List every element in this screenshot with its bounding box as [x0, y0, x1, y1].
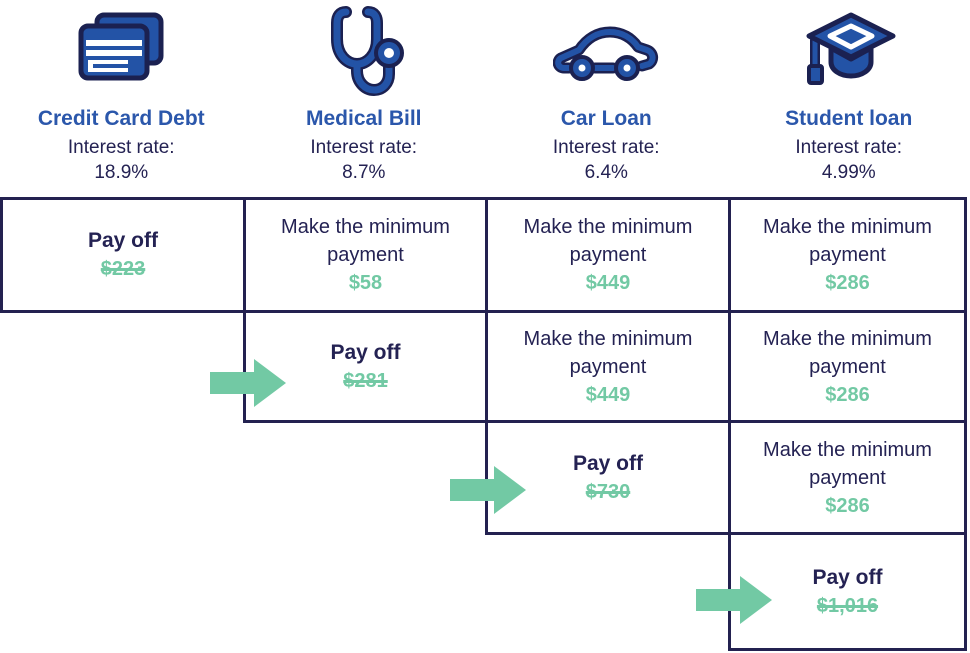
interest-rate-value: 8.7% — [342, 162, 386, 183]
minimum-cell-medical-row1: Make the minimum payment $58 — [243, 197, 488, 313]
column-title: Car Loan — [560, 107, 652, 130]
interest-rate-label: Interest rate: — [552, 137, 660, 158]
column-header-medical-bill: Medical Bill Interest rate: 8.7% — [243, 0, 486, 186]
payoff-label: Pay off — [87, 229, 158, 252]
interest-rate-label: Interest rate: — [795, 137, 903, 158]
minimum-amount: $58 — [348, 272, 383, 294]
column-title: Credit Card Debt — [37, 107, 205, 130]
payoff-arrow-icon — [696, 576, 772, 624]
payoff-amount: $281 — [343, 369, 388, 392]
interest-rate-value: 6.4% — [584, 162, 628, 183]
minimum-cell-car-row1: Make the minimum payment $449 — [485, 197, 731, 313]
minimum-amount: $449 — [585, 272, 631, 294]
graduation-cap-icon — [728, 2, 970, 104]
minimum-cell-car-row2: Make the minimum payment $449 — [485, 310, 731, 423]
column-title: Student loan — [785, 107, 913, 130]
payoff-amount: $730 — [585, 480, 631, 503]
column-title: Medical Bill — [305, 107, 422, 130]
car-icon — [485, 2, 728, 104]
payoff-amount: $1,016 — [816, 594, 879, 617]
payoff-label: Pay off — [812, 565, 883, 589]
minimum-amount: $449 — [585, 383, 631, 406]
payoff-label: Pay off — [330, 340, 401, 364]
payoff-cell-credit-card: Pay off $223 — [0, 197, 246, 313]
payoff-cell-medical: Pay off $281 — [243, 310, 488, 423]
payoff-arrow-icon — [450, 466, 526, 514]
debt-columns-header: Credit Card Debt Interest rate: 18.9% — [0, 0, 970, 186]
stethoscope-icon — [243, 2, 486, 104]
minimum-label: Make the minimum payment — [281, 216, 450, 266]
interest-rate-value: 18.9% — [94, 162, 149, 183]
minimum-label: Make the minimum payment — [523, 327, 693, 378]
column-header-student-loan: Student loan Interest rate: 4.99% — [728, 0, 970, 186]
interest-rate-label: Interest rate: — [67, 137, 175, 158]
credit-card-icon — [0, 2, 243, 104]
minimum-label: Make the minimum payment — [763, 216, 932, 266]
payoff-amount: $223 — [100, 258, 146, 280]
minimum-label: Make the minimum payment — [763, 438, 932, 489]
column-header-car-loan: Car Loan Interest rate: 6.4% — [485, 0, 728, 186]
payoff-cell-student: Pay off $1,016 — [728, 532, 967, 651]
minimum-cell-student-row2: Make the minimum payment $286 — [728, 310, 967, 423]
minimum-cell-student-row1: Make the minimum payment $286 — [728, 197, 967, 313]
minimum-label: Make the minimum payment — [523, 216, 693, 266]
minimum-amount: $286 — [825, 272, 870, 294]
minimum-label: Make the minimum payment — [763, 327, 932, 378]
column-header-credit-card: Credit Card Debt Interest rate: 18.9% — [0, 0, 243, 186]
minimum-amount: $286 — [825, 383, 870, 406]
minimum-cell-student-row3: Make the minimum payment $286 — [728, 420, 967, 535]
payoff-arrow-icon — [210, 359, 286, 407]
interest-rate-value: 4.99% — [821, 162, 876, 183]
payoff-label: Pay off — [572, 451, 643, 475]
minimum-amount: $286 — [825, 494, 870, 517]
interest-rate-label: Interest rate: — [310, 137, 418, 158]
